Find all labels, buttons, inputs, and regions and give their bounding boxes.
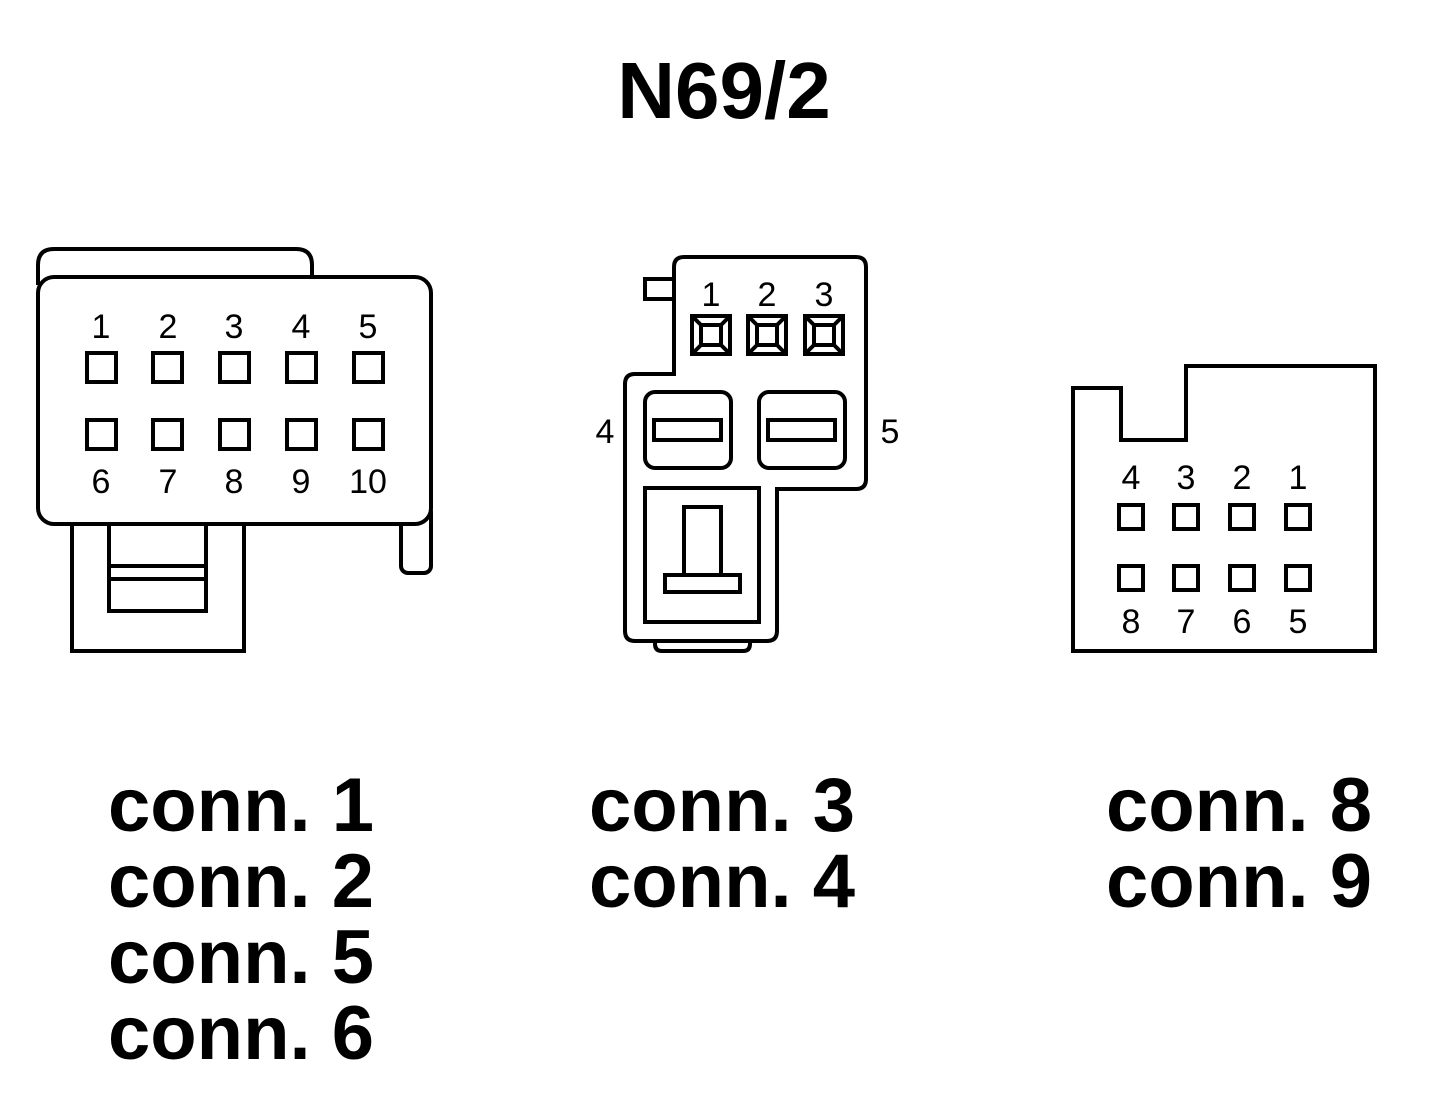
- pin-cavity: [746, 314, 788, 356]
- pin-cavity: [1117, 503, 1145, 531]
- pin-label: 5: [881, 413, 900, 451]
- pin-cavity: [285, 351, 318, 384]
- pin-label: 1: [1289, 459, 1308, 497]
- pin-cavity-bevel: [775, 343, 788, 356]
- pin-cavity: [151, 351, 184, 384]
- pin-cavity: [85, 351, 118, 384]
- pin-label: 2: [1233, 459, 1252, 497]
- pin-cavity-inner: [755, 323, 779, 347]
- pin-cavity-bevel: [719, 314, 732, 327]
- pin-cavity: [1284, 564, 1312, 592]
- connector-label: conn. 5: [108, 915, 374, 1000]
- pin-cavity-bevel: [719, 343, 732, 356]
- diagram-title: N69/2: [617, 46, 830, 135]
- pin-cavity: [690, 314, 732, 356]
- connector-a-bottom-cavities: [85, 418, 385, 451]
- pin-label: 3: [815, 276, 834, 314]
- pin-cavity: [352, 351, 385, 384]
- pin-label: 2: [159, 308, 178, 346]
- pin-cavity-slot: [766, 418, 837, 442]
- pin-label: 1: [92, 308, 111, 346]
- pin-label: 1: [702, 276, 721, 314]
- pin-label: 6: [92, 463, 111, 501]
- pin-cavity-bevel: [832, 343, 845, 356]
- pin-label: 3: [1177, 459, 1196, 497]
- pin-label: 4: [1122, 459, 1141, 497]
- pin-cavity-large: [757, 390, 847, 470]
- pin-cavity-large: [643, 390, 733, 470]
- pin-cavity-bevel: [690, 343, 703, 356]
- connector-label: conn. 8: [1106, 763, 1372, 848]
- pin-cavity-inner: [812, 323, 836, 347]
- pin-label: 10: [349, 463, 387, 501]
- pin-label: 7: [1177, 603, 1196, 641]
- pin-label: 2: [758, 276, 777, 314]
- connector-c-body: [1071, 364, 1377, 653]
- connector-a-labels: conn. 1 conn. 2 conn. 5 conn. 6: [108, 763, 374, 1076]
- pin-cavity-bevel: [746, 314, 759, 327]
- pin-label: 5: [1289, 603, 1308, 641]
- pin-cavity-inner: [699, 323, 723, 347]
- pin-label: 8: [1122, 603, 1141, 641]
- connector-b-top-cavities: [690, 314, 845, 356]
- pin-cavity-slot: [652, 418, 723, 442]
- connector-c-labels: conn. 8 conn. 9: [1106, 763, 1372, 924]
- connector-label: conn. 4: [589, 839, 855, 924]
- pin-label: 3: [225, 308, 244, 346]
- connector-c-bottom-cavities: [1117, 564, 1312, 592]
- connector-label: conn. 3: [589, 763, 855, 848]
- pin-cavity: [803, 314, 845, 356]
- pin-cavity: [218, 418, 251, 451]
- connector-a-body: [36, 275, 433, 526]
- pin-cavity-bevel: [803, 343, 816, 356]
- connector-a-top-cavities: [85, 351, 385, 384]
- pin-label: 6: [1233, 603, 1252, 641]
- connector-a-10-pin: 1 2 3 4 5 6 7 8 9 10: [36, 247, 433, 653]
- pin-cavity: [1228, 564, 1256, 592]
- pin-cavity: [1228, 503, 1256, 531]
- pin-cavity-bevel: [803, 314, 816, 327]
- pin-cavity: [285, 418, 318, 451]
- pin-cavity: [151, 418, 184, 451]
- connector-label: conn. 6: [108, 991, 374, 1076]
- pin-cavity: [352, 418, 385, 451]
- pin-cavity-bevel: [832, 314, 845, 327]
- pin-cavity: [1117, 564, 1145, 592]
- connector-label: conn. 9: [1106, 839, 1372, 924]
- pin-cavity: [1172, 564, 1200, 592]
- connector-c-top-cavities: [1117, 503, 1312, 531]
- connector-b-latch-frame: [643, 486, 761, 624]
- pin-cavity: [218, 351, 251, 384]
- pin-label: 4: [292, 308, 311, 346]
- pin-cavity: [1284, 503, 1312, 531]
- pin-cavity: [85, 418, 118, 451]
- pin-cavity-bevel: [746, 343, 759, 356]
- connector-b-labels: conn. 3 conn. 4: [589, 763, 855, 924]
- connector-label: conn. 2: [108, 839, 374, 924]
- pin-cavity-bevel: [775, 314, 788, 327]
- connector-c-8-pin: 4 3 2 1 8 7 6 5: [1071, 364, 1377, 653]
- connector-b-5-pin: 1 2 3 4 5: [596, 255, 900, 653]
- pin-label: 9: [292, 463, 311, 501]
- connector-label: conn. 1: [108, 763, 374, 848]
- connector-b-latch-bar: [663, 573, 742, 594]
- pin-label: 8: [225, 463, 244, 501]
- pin-cavity: [1172, 503, 1200, 531]
- pin-cavity-bevel: [690, 314, 703, 327]
- pin-label: 4: [596, 413, 615, 451]
- pin-label: 5: [359, 308, 378, 346]
- pin-label: 7: [159, 463, 178, 501]
